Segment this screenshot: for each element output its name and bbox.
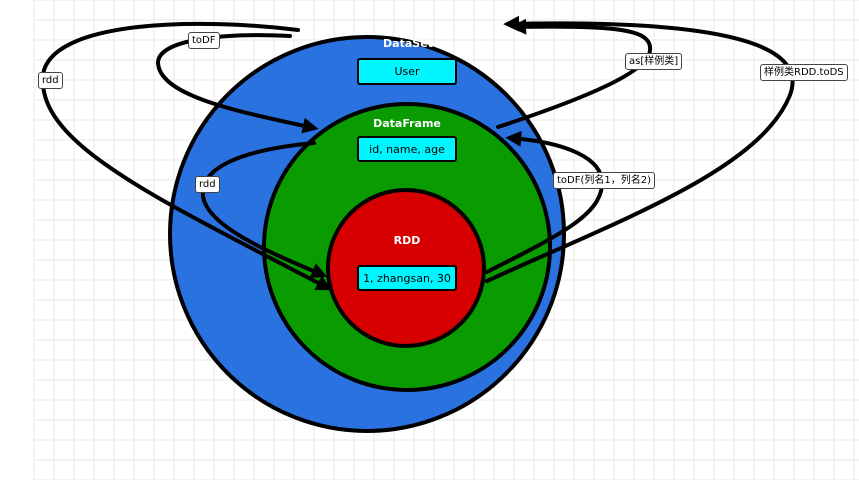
rdd-title: RDD (394, 234, 421, 247)
edge-label-todf-top: toDF (188, 32, 220, 49)
dataframe-box-label: id, name, age (369, 142, 445, 156)
edge-label-rdd-left: rdd (38, 72, 63, 89)
arrow-as-case-class (496, 18, 653, 129)
dataset-box: User (357, 58, 457, 85)
rdd-box: 1, zhangsan, 30 (357, 265, 457, 291)
edge-label-todf-columns: toDF(列名1，列名2) (553, 172, 656, 189)
dataset-title: DataSet (383, 37, 433, 50)
rdd-box-label: 1, zhangsan, 30 (363, 271, 451, 285)
dataset-box-label: User (394, 65, 420, 78)
dataframe-box: id, name, age (357, 136, 457, 162)
arrow-todf-to-dataframe (155, 33, 319, 134)
edge-label-rdd-inner: rdd (195, 176, 220, 193)
dataframe-title: DataFrame (373, 117, 441, 130)
arrow-rdd-inner (200, 141, 328, 279)
arrow-case-class-rdd-tods (485, 15, 795, 283)
edge-label-case-class-rdd-tods: 样例类RDD.toDS (760, 64, 848, 81)
edge-label-as-case-class: as[样例类] (625, 53, 683, 70)
